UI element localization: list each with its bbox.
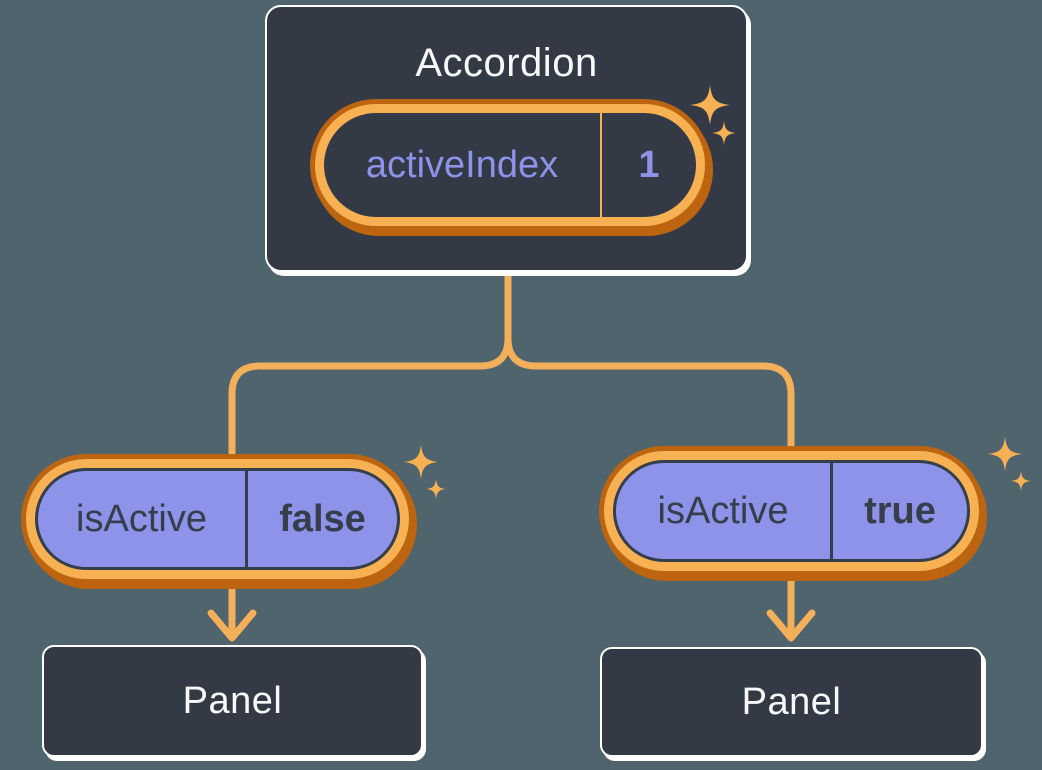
sparkle-icon — [1011, 471, 1031, 491]
state-pill-activeindex: activeIndex 1 — [315, 104, 705, 226]
state-pill-value: 1 — [638, 143, 660, 186]
prop-pill-isactive-false: isActive false — [26, 459, 409, 579]
prop-pill-body: isActive true — [613, 460, 970, 562]
accordion-title: Accordion — [415, 41, 598, 85]
branch-left-line — [228, 334, 512, 466]
prop-pill-label: isActive — [76, 497, 207, 540]
prop-pill-label: isActive — [657, 489, 789, 532]
prop-pill-divider — [830, 463, 833, 559]
state-pill-divider — [600, 113, 602, 217]
prop-pill-body: isActive false — [35, 468, 400, 570]
sparkle-icon — [712, 121, 736, 145]
arrow-right-head — [766, 609, 816, 642]
prop-pill-value: false — [279, 497, 366, 540]
panel-card-right: Panel — [600, 647, 983, 757]
prop-pill-value: true — [864, 489, 936, 532]
sparkle-icon — [690, 85, 730, 125]
sparkle-icon — [987, 436, 1023, 472]
arrow-left-head — [207, 609, 257, 642]
prop-pill-isactive-true: isActive true — [604, 451, 979, 571]
sparkle-icon — [403, 444, 439, 480]
state-pill-label: activeIndex — [365, 143, 559, 186]
sparkle-icon — [426, 479, 446, 499]
panel-card-left: Panel — [42, 645, 423, 757]
prop-pill-divider — [245, 471, 248, 567]
branch-right-line — [504, 334, 795, 458]
